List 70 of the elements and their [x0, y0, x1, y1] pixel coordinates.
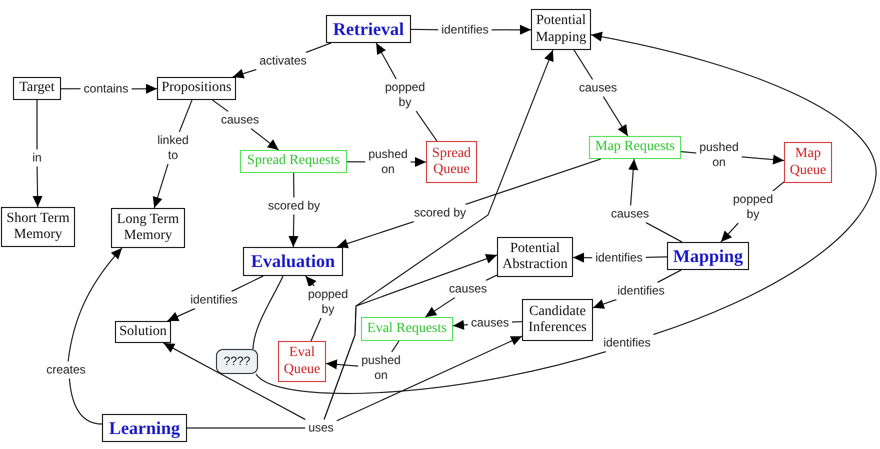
arrow — [326, 359, 359, 370]
arrow — [452, 320, 468, 330]
concept-box: Propositions — [157, 77, 236, 100]
concept-box: Potential Mapping — [531, 9, 591, 50]
rounded-concept-box: ???? — [216, 349, 258, 374]
arrow — [166, 308, 196, 322]
arrow — [602, 96, 628, 136]
concept-box: Target — [13, 77, 61, 100]
connector-line — [645, 256, 668, 258]
arrow — [130, 84, 158, 94]
arrow — [152, 164, 168, 208]
concept-box: Retrieval — [326, 15, 411, 43]
arrow — [376, 42, 397, 80]
connector-line — [293, 172, 294, 198]
arrow — [628, 158, 638, 206]
concept-box: Map Requests — [589, 136, 681, 159]
concept-box: Long Term Memory — [111, 208, 185, 248]
arrow — [288, 214, 298, 248]
arrow — [68, 248, 122, 362]
connector-line — [645, 222, 682, 242]
connector-line — [36, 100, 38, 150]
connector-line — [230, 276, 264, 292]
arrow — [324, 254, 498, 420]
connector-line — [574, 50, 594, 80]
connector-line — [656, 270, 682, 283]
arrow — [491, 24, 532, 35]
arrow — [590, 32, 876, 335]
connector-line — [512, 321, 522, 322]
connector-line — [256, 351, 607, 394]
connector-line — [464, 158, 602, 205]
concept-box: Solution — [115, 321, 171, 343]
concept-box: Evaluation — [243, 247, 343, 276]
arrow — [162, 342, 306, 420]
concept-box: Spread Queue — [426, 141, 477, 183]
arrow — [250, 128, 280, 150]
connector-line — [68, 378, 102, 424]
arrow — [232, 68, 257, 78]
arrow — [424, 297, 456, 318]
connector-line — [391, 340, 400, 352]
concept-box: Potential Abstraction — [497, 237, 573, 277]
arrow — [592, 299, 617, 309]
arrow — [32, 166, 43, 208]
linking-phrase: scored by — [410, 204, 470, 222]
arrow — [741, 154, 784, 165]
connector-line — [60, 88, 82, 90]
connector-line — [310, 318, 322, 342]
concept-box: Eval Queue — [278, 341, 326, 382]
arrow — [720, 222, 739, 242]
arrow — [336, 221, 415, 248]
concept-box: Candidate Inferences — [522, 299, 593, 341]
connector-line — [212, 100, 229, 112]
connector-line — [178, 100, 192, 132]
concept-box: Map Queue — [784, 142, 832, 183]
connector-line — [772, 181, 784, 192]
concept-box: Eval Requests — [361, 317, 453, 341]
arrow — [305, 276, 316, 288]
connector-line — [305, 42, 332, 53]
arrow — [336, 336, 522, 422]
arrow — [572, 252, 593, 263]
connector-line — [346, 161, 366, 162]
arrow — [410, 157, 426, 167]
connector-line — [416, 110, 438, 142]
concept-box: Spread Requests — [240, 150, 347, 173]
connector-line — [485, 274, 498, 281]
connector-line — [410, 28, 439, 30]
concept-box: Mapping — [667, 242, 749, 270]
connector-line — [252, 276, 284, 350]
concept-box: Learning — [102, 414, 187, 442]
connector-line — [680, 151, 697, 154]
concept-box: Short Term Memory — [1, 207, 75, 247]
